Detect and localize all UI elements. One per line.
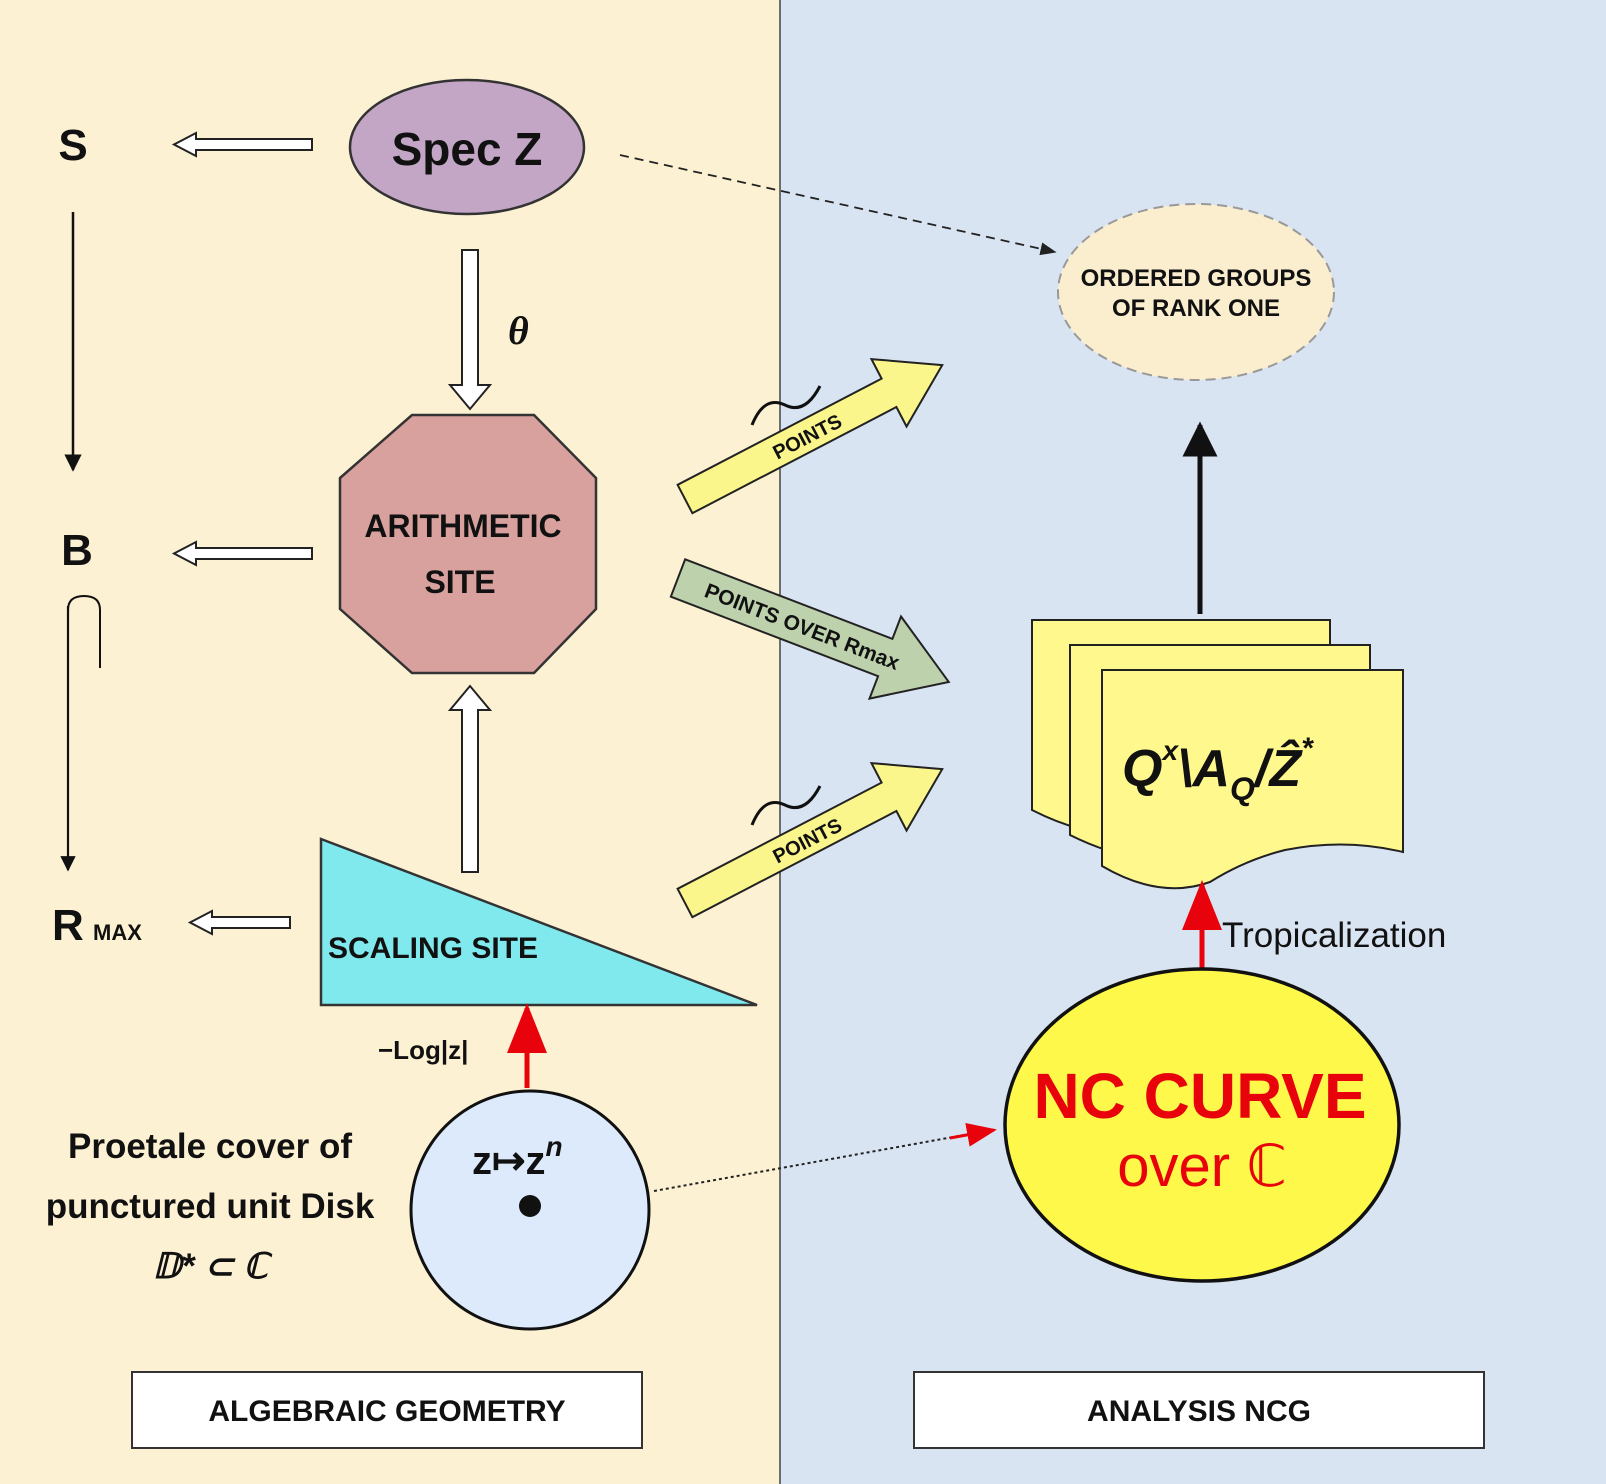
theta-label: θ: [508, 308, 529, 353]
ordered-line-2: OF RANK ONE: [1112, 295, 1280, 322]
formula-star: *: [1301, 732, 1314, 765]
puncture-dot: [519, 1195, 541, 1217]
proetale-line-3: 𝔻* ⊂ ℂ: [152, 1247, 273, 1286]
arith-to-b-arrow: [171, 540, 313, 567]
spec-z-label: Spec Z: [392, 123, 543, 175]
tilde-bottom: [750, 785, 822, 826]
proetale-line-2: punctured unit Disk: [46, 1187, 375, 1226]
label-b: B: [61, 526, 93, 575]
formula-z: /Ẑ: [1253, 739, 1303, 798]
disk-map-label: z↦zn: [472, 1131, 563, 1183]
formula-x: x: [1160, 735, 1179, 766]
nc-curve-line-1: NC CURVE: [1033, 1060, 1366, 1132]
theta-arrow: [447, 249, 493, 411]
tilde-top: [750, 385, 822, 426]
algebraic-geometry-label: ALGEBRAIC GEOMETRY: [208, 1395, 565, 1428]
formula-q: Q: [1122, 740, 1162, 798]
nc-curve-line-2: over ℂ: [1117, 1134, 1286, 1199]
algebraic-geometry-box: [131, 1371, 643, 1449]
arithmetic-site-node: [338, 413, 598, 675]
arithmetic-label-2: SITE: [424, 564, 495, 600]
disk-map-exponent: n: [546, 1131, 563, 1162]
formula-qsub: Q: [1230, 771, 1255, 807]
scaling-to-r-arrow: [187, 909, 291, 936]
ordered-groups-node: [1057, 203, 1335, 381]
tropicalization-label: Tropicalization: [1222, 916, 1446, 955]
ordered-line-1: ORDERED GROUPS: [1081, 265, 1312, 292]
left-panel-bg: [0, 0, 780, 1484]
label-r: R: [52, 901, 84, 950]
analysis-ncg-box: [913, 1371, 1485, 1449]
log-label: −Log|z|: [378, 1035, 468, 1065]
proetale-line-1: Proetale cover of: [68, 1127, 352, 1166]
adelic-quotient-stack: Qx\AQ/Ẑ*: [1031, 619, 1404, 890]
scaling-label: SCALING SITE: [328, 932, 538, 965]
disk-to-nc-arrowhead: [949, 1123, 997, 1147]
spec-z-node: [348, 78, 586, 216]
stack-page-front: [1101, 669, 1404, 890]
analysis-ncg-label: ANALYSIS NCG: [1087, 1395, 1311, 1428]
arithmetic-label-1: ARITHMETIC: [364, 508, 561, 544]
disk-map-base: z↦z: [472, 1139, 546, 1183]
scaling-to-arith-arrow: [447, 684, 493, 873]
label-r-sub: MAX: [93, 920, 142, 945]
nc-curve-node: [1003, 967, 1401, 1283]
formula-a: \A: [1178, 740, 1230, 798]
stack-formula: Qx\AQ/Ẑ*: [1122, 732, 1314, 807]
spec-to-s-arrow: [171, 131, 313, 158]
label-s: S: [58, 121, 87, 170]
inclusion-symbol: [67, 594, 101, 668]
